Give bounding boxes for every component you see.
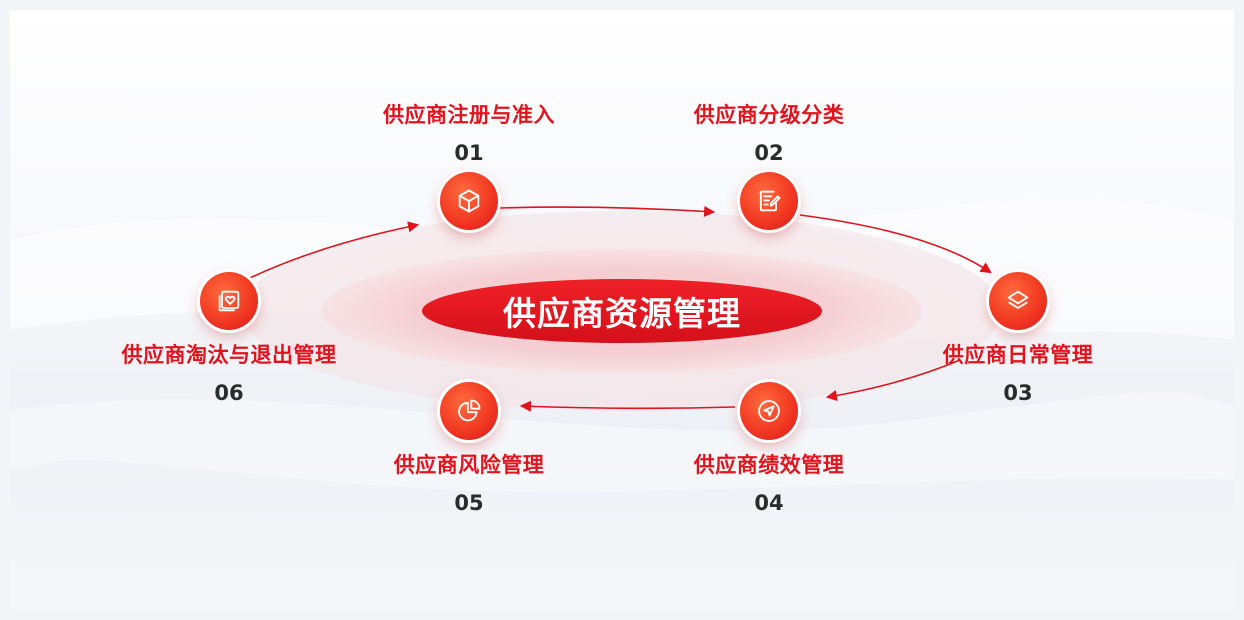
step-05-node[interactable]: [440, 382, 498, 440]
arrow-02-to-03: [799, 214, 992, 274]
pie-chart-icon: [458, 399, 481, 422]
layers-icon: [1007, 290, 1029, 309]
step-02-number: 02: [754, 141, 784, 165]
arrow-06-to-01: [249, 221, 420, 279]
step-06-node[interactable]: [200, 272, 258, 330]
document-edit-icon: [759, 190, 781, 212]
step-02-node[interactable]: [740, 172, 798, 230]
center-title: 供应商资源管理: [503, 294, 741, 333]
step-03-label: 供应商日常管理: [942, 343, 1094, 367]
step-06-label: 供应商淘汰与退出管理: [121, 343, 337, 367]
cube-icon: [458, 189, 480, 213]
step-04-label: 供应商绩效管理: [693, 453, 845, 477]
step-01-label: 供应商注册与准入: [383, 103, 555, 127]
send-icon: [758, 400, 780, 422]
step-04-number: 04: [754, 491, 784, 515]
step-01-node[interactable]: [440, 172, 498, 230]
step-05-label: 供应商风险管理: [393, 453, 545, 477]
step-02-label: 供应商分级分类: [693, 103, 845, 127]
arrow-03-to-04: [825, 359, 961, 402]
step-04-node[interactable]: [740, 382, 798, 440]
arrow-01-to-02: [499, 205, 716, 218]
arrow-04-to-05: [519, 400, 736, 412]
center-pill: [422, 279, 822, 343]
step-05-number: 05: [454, 491, 484, 515]
step-03-number: 03: [1003, 381, 1033, 405]
heart-card-icon: [218, 290, 240, 312]
step-01-number: 01: [454, 141, 484, 165]
step-06-number: 06: [214, 381, 244, 405]
step-03-node[interactable]: [989, 272, 1047, 330]
